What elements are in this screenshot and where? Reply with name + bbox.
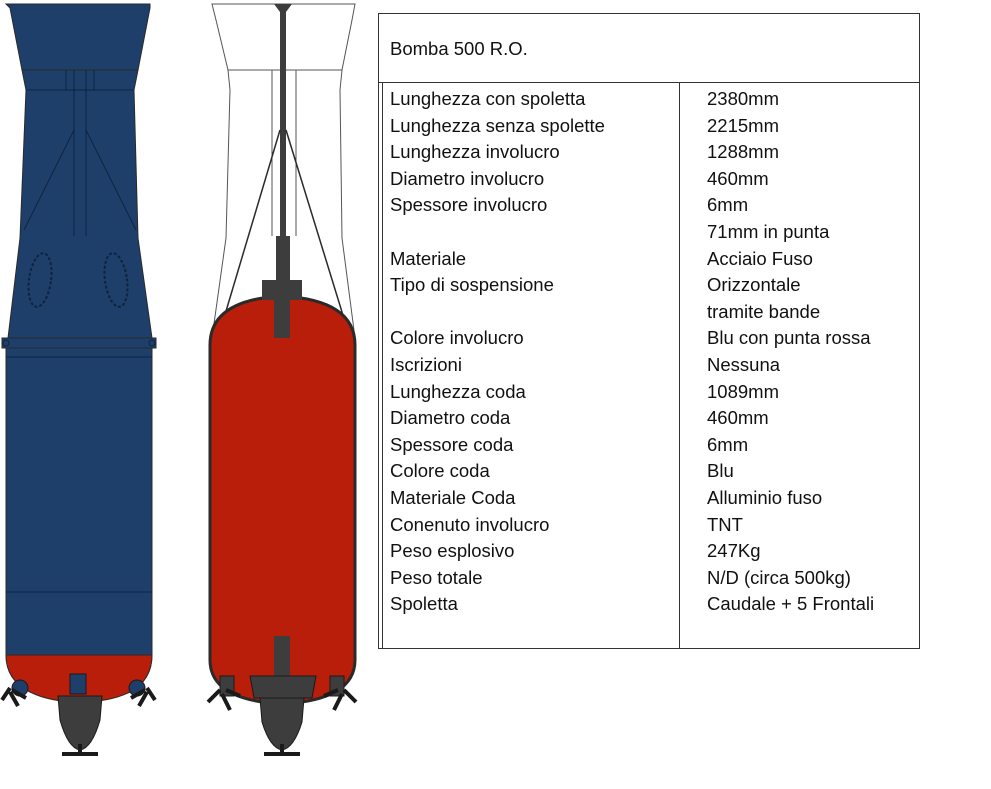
spec-value: 460mm xyxy=(707,167,769,189)
spec-label: Diametro coda xyxy=(390,407,511,429)
spec-value: 2215mm xyxy=(707,114,779,136)
spec-value: 71mm in punta xyxy=(707,220,830,242)
spec-value: TNT xyxy=(707,513,743,535)
spec-value: N/D (circa 500kg) xyxy=(707,566,851,588)
tail-window-left xyxy=(27,252,53,308)
bomb-cross-section-drawing xyxy=(206,3,358,756)
spec-label: Spessore involucro xyxy=(390,194,548,216)
spec-value: 1089mm xyxy=(707,380,779,402)
spec-value: Blu con punta rossa xyxy=(707,327,871,349)
spec-row: Lunghezza coda 1089mm xyxy=(379,379,919,406)
spec-label: Diametro involucro xyxy=(390,167,545,189)
spec-value: Orizzontale xyxy=(707,274,801,296)
tail-window-right xyxy=(103,252,129,308)
spec-label: Lunghezza con spoletta xyxy=(390,88,586,109)
spec-label: Lunghezza senza spolette xyxy=(390,114,605,136)
spec-label: Lunghezza coda xyxy=(390,380,526,402)
spec-row: Conenuto involucro TNT xyxy=(379,512,919,539)
spec-label: Tipo di sospensione xyxy=(390,274,554,296)
spec-label: Colore coda xyxy=(390,460,490,482)
spec-row: Materiale Acciaio Fuso xyxy=(379,246,919,273)
nose-fuzes xyxy=(206,675,358,756)
spec-row: Materiale Coda Alluminio fuso xyxy=(379,485,919,512)
front-fuzes xyxy=(0,673,157,756)
spec-label: Conenuto involucro xyxy=(390,513,550,535)
spec-value: Alluminio fuso xyxy=(707,486,823,508)
spec-label: Spoletta xyxy=(390,593,458,615)
spec-value: 2380mm xyxy=(707,88,779,109)
spec-value: 247Kg xyxy=(707,540,761,562)
spec-row: Iscrizioni Nessuna xyxy=(379,352,919,379)
tail-fuze-rod xyxy=(280,6,286,236)
joint-band xyxy=(1,337,157,349)
casing-body xyxy=(5,347,153,693)
spec-row: Peso esplosivo 247Kg xyxy=(379,538,919,565)
spec-label: Colore involucro xyxy=(390,327,524,349)
spec-label: Spessore coda xyxy=(390,433,514,455)
spec-row: Lunghezza senza spolette 2215mm xyxy=(379,113,919,140)
spec-row: Diametro coda 460mm xyxy=(379,405,919,432)
spec-row: Peso totale N/D (circa 500kg) xyxy=(379,565,919,592)
table-title: Bomba 500 R.O. xyxy=(390,38,528,59)
spec-row: Tipo di sospensione Orizzontale xyxy=(379,272,919,299)
spec-row: Colore involucro Blu con punta rossa xyxy=(379,325,919,352)
spec-value: 460mm xyxy=(707,407,769,429)
spec-label: Iscrizioni xyxy=(390,353,462,375)
spec-row: Spoletta Caudale + 5 Frontali xyxy=(379,591,919,618)
spec-table: Bomba 500 R.O. Lunghezza con spoletta 238… xyxy=(378,13,920,649)
spec-label: Peso totale xyxy=(390,566,483,588)
spec-row: tramite bande xyxy=(379,299,919,326)
spec-label: Peso esplosivo xyxy=(390,540,515,562)
spec-value: 6mm xyxy=(707,194,749,216)
table-left-border xyxy=(382,83,383,648)
spec-label: Materiale Coda xyxy=(390,486,516,508)
spec-label: Materiale xyxy=(390,247,467,269)
spec-value: Caudale + 5 Frontali xyxy=(707,593,875,615)
spec-row: 71mm in punta xyxy=(379,219,919,246)
bomb-exterior-drawing xyxy=(0,3,157,756)
spec-row: Lunghezza involucro 1288mm xyxy=(379,139,919,166)
spec-value: Nessuna xyxy=(707,353,781,375)
spec-value: Acciaio Fuso xyxy=(707,247,813,269)
spec-value: Blu xyxy=(707,460,734,482)
spec-row: Spessore involucro 6mm xyxy=(379,192,919,219)
tail-fin-box xyxy=(4,3,151,71)
spec-row: Colore coda Blu xyxy=(379,458,919,485)
spec-value: 6mm xyxy=(707,433,749,455)
spec-label: Lunghezza involucro xyxy=(390,141,560,163)
spec-row: Spessore coda 6mm xyxy=(379,432,919,459)
table-column-divider xyxy=(679,83,680,648)
spec-value: tramite bande xyxy=(707,300,821,322)
spec-row: Lunghezza con spoletta 2380mm xyxy=(379,86,919,113)
table-title-row: Bomba 500 R.O. xyxy=(379,14,919,83)
spec-row: Diametro involucro 460mm xyxy=(379,166,919,193)
spec-value: 1288mm xyxy=(707,141,779,163)
